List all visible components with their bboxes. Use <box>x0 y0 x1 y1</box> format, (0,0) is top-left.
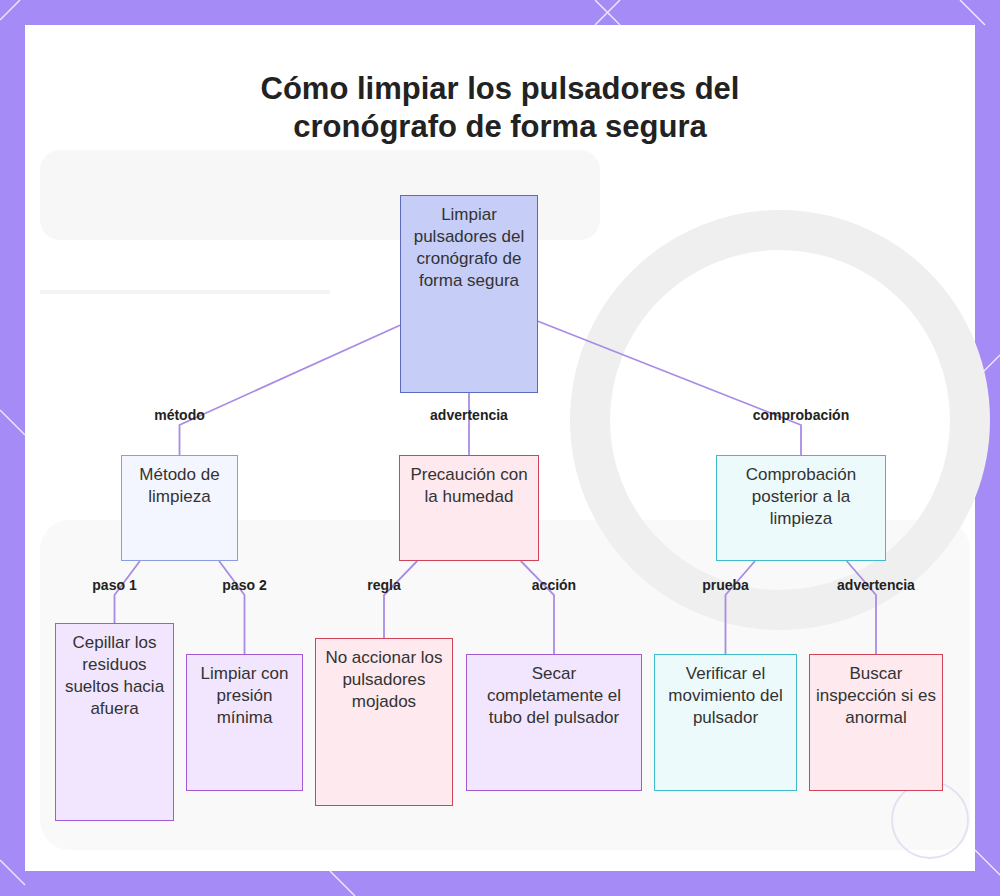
connector-line <box>538 321 801 455</box>
connector-line <box>847 561 876 654</box>
edge-label: método <box>154 407 205 423</box>
box-text: Comprobación posterior a la limpieza <box>723 464 879 530</box>
edge-label: prueba <box>702 577 749 593</box>
box-text: Cepillar los residuos sueltos hacia afue… <box>62 632 167 720</box>
faint-backdrop <box>40 150 970 850</box>
edge-label: paso 1 <box>92 577 136 593</box>
panel <box>25 25 975 871</box>
diagram-title: Cómo limpiar los pulsadores del cronógra… <box>200 70 800 146</box>
box-text: Buscar inspección si es anormal <box>816 663 936 729</box>
box-text: Limpiar con presión mínima <box>193 663 296 729</box>
connector-line <box>180 325 401 455</box>
connector-line <box>384 561 417 638</box>
concept-box: Limpiar con presión mínima <box>186 654 303 791</box>
box-text: Verificar el movimiento del pulsador <box>661 663 790 729</box>
connector-line <box>468 393 470 455</box>
logo-mark <box>892 782 968 858</box>
connector-line <box>521 561 554 654</box>
concept-box: Comprobación posterior a la limpieza <box>716 455 886 561</box>
box-text: Precaución con la humedad <box>406 464 532 508</box>
connector-line <box>219 561 244 654</box>
concept-box: Buscar inspección si es anormal <box>809 654 943 791</box>
concept-box: No accionar los pulsadores mojados <box>315 638 453 806</box>
edge-label: acción <box>532 577 576 593</box>
edge-label: comprobación <box>753 407 849 423</box>
edge-label: regla <box>367 577 400 593</box>
box-text: Limpiar pulsadores del cronógrafo de for… <box>407 204 531 292</box>
concept-box: Cepillar los residuos sueltos hacia afue… <box>55 623 174 821</box>
concept-box: Verificar el movimiento del pulsador <box>654 654 797 791</box>
box-text: Secar completamente el tubo del pulsador <box>473 663 635 729</box>
edge-label: advertencia <box>837 577 915 593</box>
concept-box: Método de limpieza <box>121 455 238 561</box>
concept-box: Limpiar pulsadores del cronógrafo de for… <box>400 195 538 393</box>
edge-label: paso 2 <box>222 577 266 593</box>
concept-box: Secar completamente el tubo del pulsador <box>466 654 642 791</box>
box-text: Método de limpieza <box>128 464 231 508</box>
connector-line <box>726 561 756 654</box>
concept-box: Precaución con la humedad <box>399 455 539 561</box>
box-text: No accionar los pulsadores mojados <box>322 647 446 713</box>
edge-label: advertencia <box>430 407 508 423</box>
